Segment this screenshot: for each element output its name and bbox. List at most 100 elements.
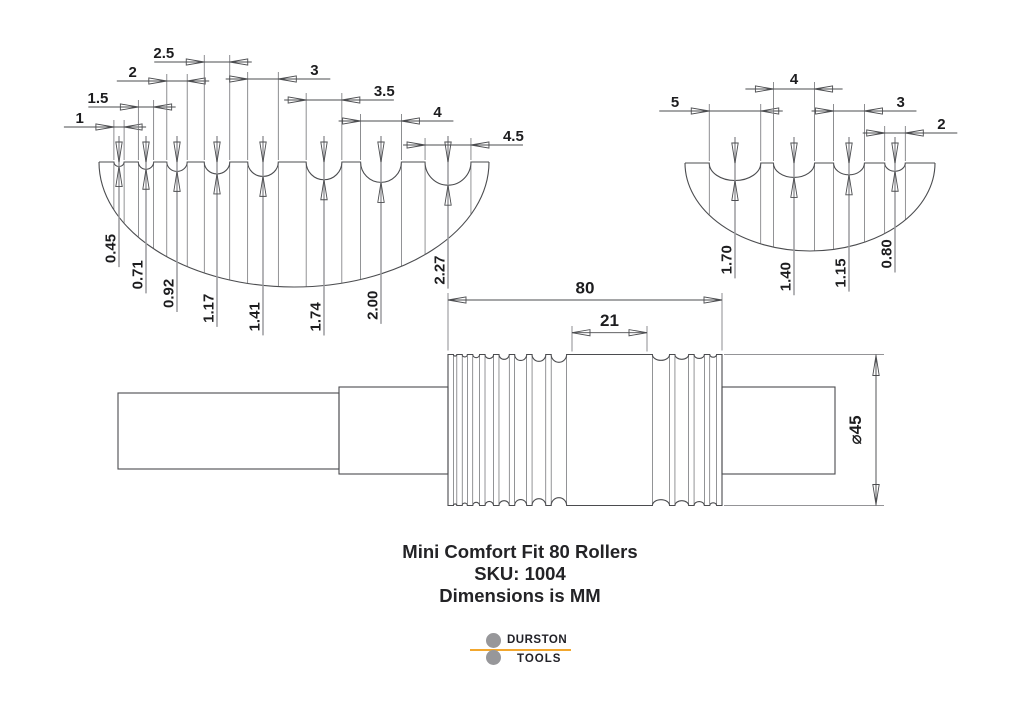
arrowhead [845, 174, 853, 196]
arrowhead [447, 296, 467, 304]
arrowhead [95, 123, 114, 131]
depth-label: 1.17 [201, 294, 218, 323]
arrowhead [124, 123, 143, 131]
depth-label: 1.70 [719, 245, 736, 274]
length-21-label: 21 [600, 311, 619, 330]
depth-label: 2.27 [432, 255, 449, 284]
title-block: Mini Comfort Fit 80 Rollers SKU: 1004 Di… [320, 541, 720, 607]
arrowhead [377, 182, 385, 203]
arrowhead [185, 58, 205, 66]
diameter-dimension-45: ⌀45 [724, 354, 884, 506]
arrowhead [703, 296, 723, 304]
width-label: 1 [76, 110, 84, 127]
profile-arc [98, 161, 490, 288]
depth-dimension: 0.71 [130, 136, 150, 294]
logo-brand-top: DURSTON [507, 634, 568, 646]
width-dimension: 3.5 [284, 83, 395, 160]
width-dimension: 5 [659, 94, 783, 161]
width-label: 3 [896, 94, 904, 111]
arrowhead [864, 107, 883, 115]
left-shaft-step [338, 386, 449, 475]
depth-dimension: 2.27 [432, 136, 452, 289]
profile-top-edge [99, 161, 489, 186]
depth-dimension: 0.80 [879, 137, 899, 273]
arrowhead [142, 169, 150, 190]
width-label: 3.5 [374, 83, 395, 100]
arrowhead [320, 141, 328, 163]
arrowhead [754, 85, 774, 93]
depth-label: 0.71 [130, 260, 147, 289]
arrowhead [891, 171, 899, 192]
width-dimension: 2 [862, 116, 958, 161]
depth-dimension: 2.00 [365, 136, 385, 324]
width-label: 3 [310, 62, 318, 79]
logo-roller-icon [486, 649, 501, 665]
arrowhead [229, 58, 249, 66]
depth-dimension: 0.45 [103, 136, 123, 268]
arrowhead [119, 103, 139, 111]
width-label: 2.5 [153, 45, 174, 62]
arrowhead [213, 141, 221, 163]
width-dimension: 3 [811, 94, 917, 161]
width-dimension: 3 [225, 62, 331, 160]
arrowhead [187, 77, 206, 85]
units-note: Dimensions is MM [439, 585, 601, 606]
width-label: 2 [128, 64, 136, 81]
arrowhead [891, 142, 899, 164]
left-shaft [117, 392, 340, 470]
arrowhead [115, 166, 123, 188]
depth-label: 1.74 [308, 302, 325, 332]
roller-body [447, 353, 723, 507]
width-dimension: 4 [745, 71, 843, 161]
arrowhead [872, 484, 880, 505]
logo-roller-icon [486, 633, 501, 648]
arrowhead [148, 77, 167, 85]
sku-line: SKU: 1004 [474, 563, 566, 584]
arrowhead [259, 176, 267, 197]
arrowhead [173, 141, 181, 163]
arrowhead [406, 141, 426, 149]
width-dimension: 4 [338, 104, 454, 160]
arrowhead [814, 85, 834, 93]
arrowhead [342, 117, 361, 125]
arrowhead [790, 142, 798, 164]
width-label: 4 [790, 71, 799, 88]
logo-brand-bottom: TOOLS [517, 652, 562, 665]
depth-dimension: 1.70 [719, 137, 739, 279]
depth-dimension: 1.17 [201, 136, 221, 327]
arrowhead [628, 329, 648, 337]
width-label: 1.5 [87, 90, 108, 107]
arrowhead [905, 129, 924, 137]
arrowhead [142, 141, 150, 163]
width-label: 4 [433, 104, 442, 121]
arrowhead [341, 96, 361, 104]
length-dimension-80: 80 [447, 279, 723, 351]
width-dimension: 1.5 [87, 90, 176, 160]
arrowhead [153, 103, 173, 111]
arrowhead [731, 142, 739, 164]
width-label: 4.5 [503, 128, 524, 145]
depth-dimension: 1.74 [308, 136, 328, 336]
arrowhead [815, 107, 834, 115]
arrowhead [731, 180, 739, 201]
arrowhead [444, 141, 452, 163]
depth-label: 1.40 [778, 262, 795, 291]
arrowhead [760, 107, 780, 115]
logo-orange-bar [470, 648, 571, 652]
depth-dimension: 1.41 [247, 136, 267, 336]
durston-tools-logo: DURSTON TOOLS [470, 631, 582, 671]
depth-label: 0.80 [879, 239, 896, 268]
arrowhead [377, 141, 385, 163]
arrowhead [845, 142, 853, 164]
diameter-label: ⌀45 [846, 415, 865, 444]
arrowhead [320, 179, 328, 201]
depth-label: 2.00 [365, 291, 382, 320]
arrowhead [278, 75, 297, 83]
arrowhead [872, 355, 880, 376]
arrowhead [213, 173, 221, 195]
product-title: Mini Comfort Fit 80 Rollers [402, 541, 638, 562]
